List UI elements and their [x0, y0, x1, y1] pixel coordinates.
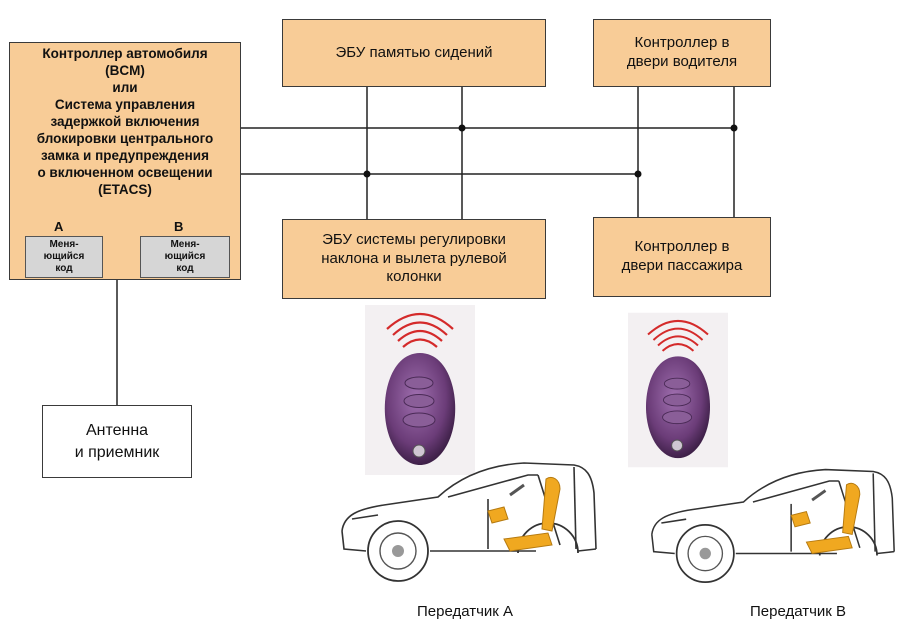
junction-dot: [458, 124, 466, 132]
code-line: ющийся: [164, 251, 206, 262]
bcm-line: (BCM): [105, 63, 145, 78]
label-a: A: [54, 219, 64, 234]
bcm-line: Контроллер автомобиля: [42, 46, 208, 61]
passenger-door-line: двери пассажира: [621, 257, 743, 274]
steering-ecu-line: наклона и вылета рулевой: [321, 249, 507, 267]
code-line: код: [55, 263, 73, 274]
driver-door-controller-box: Контроллер в двери водителя: [593, 19, 771, 87]
code-line: ющийся: [43, 251, 85, 262]
rolling-code-b: Меня- ющийся код: [140, 236, 230, 278]
code-line: код: [176, 263, 194, 274]
code-line: Меня-: [49, 239, 79, 250]
driver-door-line: двери водителя: [626, 53, 738, 70]
passenger-door-line: Контроллер в: [634, 238, 730, 256]
junction-dot: [363, 170, 371, 178]
car-a-icon: [341, 462, 597, 582]
bcm-line: Система управления: [54, 97, 196, 112]
bcm-line: блокировки центрального: [36, 131, 214, 146]
steering-column-ecu-box: ЭБУ системы регулировки наклона и вылета…: [282, 219, 546, 299]
antenna-line: Антенна: [85, 421, 149, 439]
passenger-door-controller-box: Контроллер в двери пассажира: [593, 217, 771, 297]
junction-dot: [730, 124, 738, 132]
steering-ecu-line: колонки: [386, 268, 442, 286]
steering-ecu-line: ЭБУ системы регулировки: [322, 230, 506, 248]
bcm-line: (ETACS): [98, 182, 152, 197]
bcm-controller-box: Контроллер автомобиля (BCM) или Система …: [9, 42, 241, 280]
code-line: Меня-: [170, 239, 200, 250]
bcm-line: замка и предупреждения: [41, 148, 209, 163]
transmitter-a-caption: Передатчик A: [417, 603, 514, 620]
bcm-label: Контроллер автомобиля (BCM) или Система …: [10, 45, 240, 198]
car-b-icon: [651, 468, 895, 584]
rolling-code-a: Меня- ющийся код: [25, 236, 103, 278]
seat-memory-ecu-label: ЭБУ памятью сидений: [335, 43, 493, 61]
seat-memory-ecu-box: ЭБУ памятью сидений: [282, 19, 546, 87]
driver-door-line: Контроллер в: [634, 34, 730, 52]
label-b: B: [174, 219, 184, 234]
key-fob-b-icon: [628, 312, 728, 468]
bcm-line: или: [112, 80, 138, 95]
bcm-line: о включенном освещении: [37, 165, 213, 180]
antenna-line: и приемник: [74, 443, 160, 461]
bcm-line: задержкой включения: [50, 114, 200, 129]
junction-dot: [634, 170, 642, 178]
antenna-receiver-box: Антенна и приемник: [42, 405, 192, 478]
key-fob-a-icon: [365, 305, 475, 475]
transmitter-b-caption: Передатчик B: [750, 603, 847, 620]
